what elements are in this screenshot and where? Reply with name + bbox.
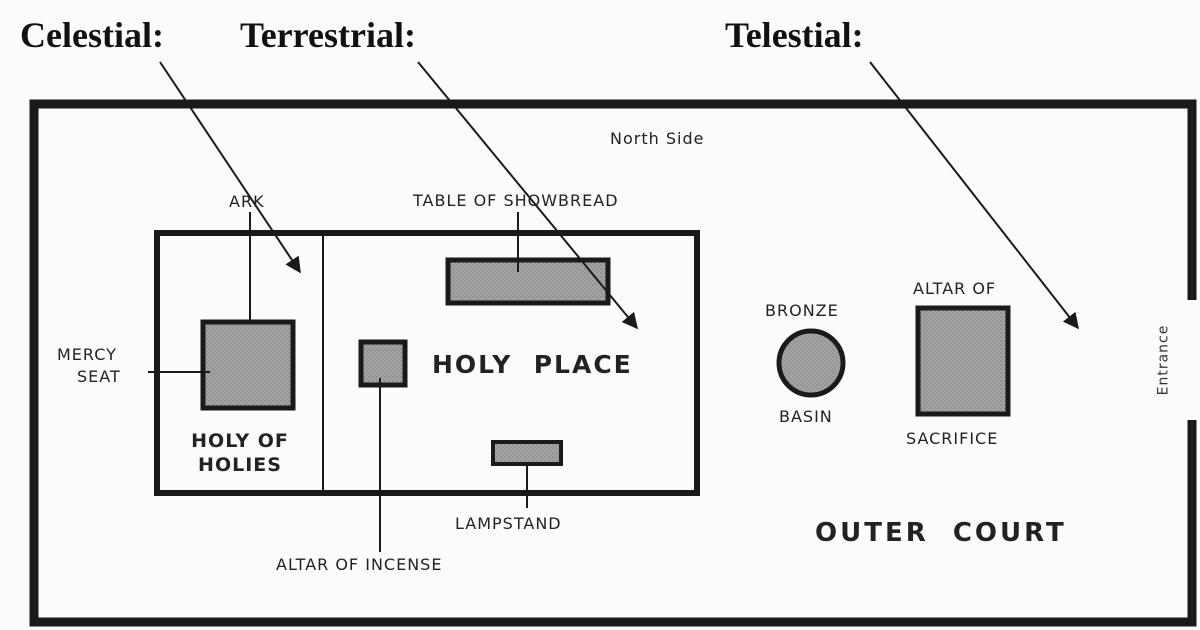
telestial-arrow [869, 61, 1079, 330]
celestial-header: Celestial: [20, 15, 164, 55]
mercy-seat-label-line1: MERCY [57, 345, 117, 364]
basin-label: BASIN [779, 407, 833, 426]
altar-of-sacrifice-box [915, 305, 1011, 417]
sacrifice-label: SACRIFICE [906, 429, 999, 448]
bronze-basin-circle [776, 328, 846, 398]
terrestrial-arrow [417, 61, 639, 330]
celestial-arrow [159, 61, 301, 274]
tabernacle-building [154, 230, 700, 496]
mercy-seat-label-line2: SEAT [77, 367, 121, 386]
ark-box [200, 319, 296, 411]
lampstand-box [491, 440, 563, 466]
altar-of-incense-box [358, 339, 408, 388]
table-of-showbread-box [445, 257, 611, 306]
bronze-label: BRONZE [765, 301, 839, 320]
holy-of-holies-line2: HOLIES [198, 454, 282, 476]
entrance-label: Entrance [1155, 324, 1172, 396]
holy-of-holies-label: HOLY OF HOLIES [170, 429, 310, 477]
outer-court-label: OUTER COURT [815, 518, 1067, 548]
telestial-header: Telestial: [725, 15, 864, 55]
altar-of-incense-label: ALTAR OF INCENSE [276, 555, 443, 574]
outer-court-wall [29, 99, 1197, 627]
ark-label: ARK [229, 192, 265, 211]
altar-of-label: ALTAR OF [913, 279, 997, 298]
holy-place-label: HOLY PLACE [432, 350, 633, 379]
north-side-label: North Side [610, 129, 705, 148]
holy-of-holies-line1: HOLY OF [191, 430, 289, 452]
terrestrial-header: Terrestrial: [240, 15, 416, 55]
table-of-showbread-label: TABLE OF SHOWBREAD [413, 191, 619, 210]
lampstand-label: LAMPSTAND [455, 514, 562, 533]
